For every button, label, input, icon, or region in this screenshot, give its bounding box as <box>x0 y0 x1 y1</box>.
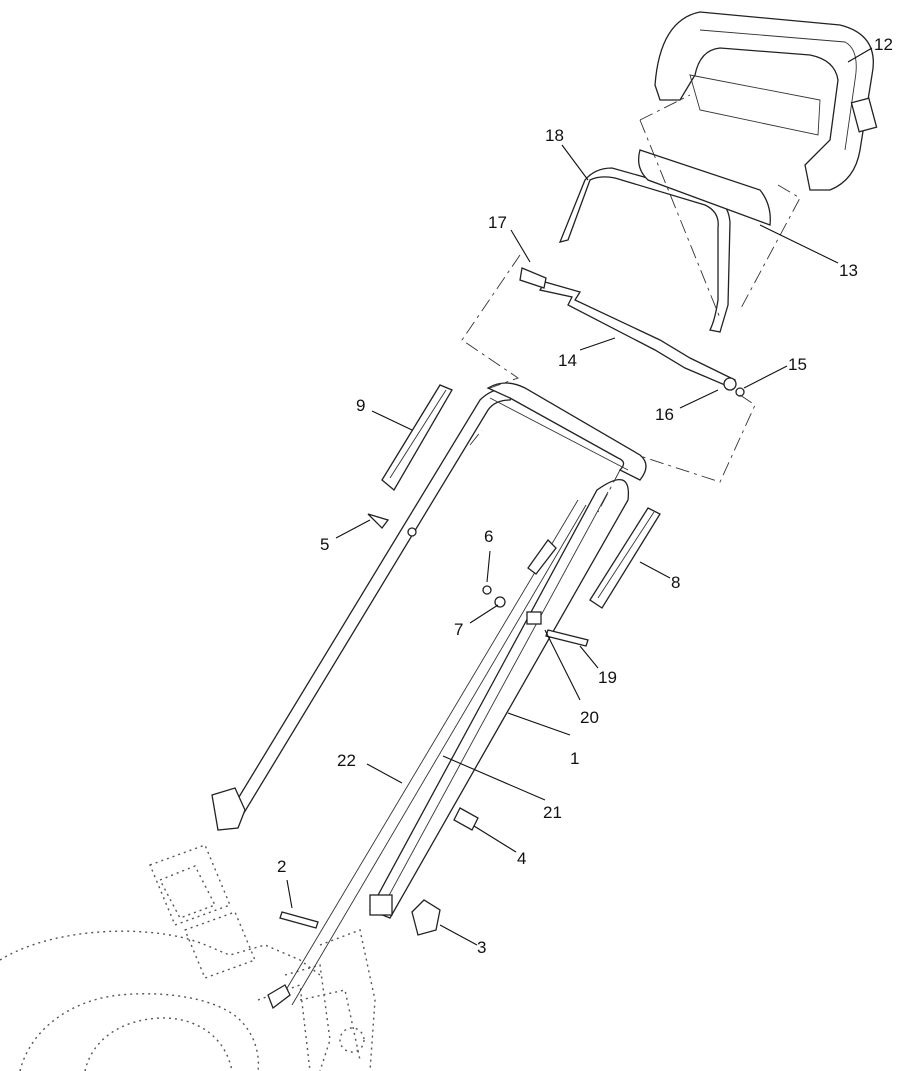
mower-deck <box>0 844 376 1071</box>
callout-4: 4 <box>517 849 526 868</box>
callout-14: 14 <box>558 351 577 370</box>
cable-guide-9 <box>381 384 453 491</box>
callout-7: 7 <box>454 620 463 639</box>
bail-bar-18 <box>558 167 731 333</box>
callout-20: 20 <box>580 708 599 727</box>
upper-handle-12 <box>654 11 878 191</box>
callout-2: 2 <box>277 857 286 876</box>
callout-22: 22 <box>337 751 356 770</box>
callout-6: 6 <box>484 527 493 546</box>
callout-21: 21 <box>543 803 562 822</box>
callout-13: 13 <box>839 261 858 280</box>
cable-guide-8 <box>589 507 661 609</box>
callout-labels: 1 2 3 4 5 6 7 8 9 12 13 14 15 16 17 18 1… <box>277 35 893 957</box>
callout-18: 18 <box>545 126 564 145</box>
cables <box>267 499 587 1010</box>
callout-12: 12 <box>874 35 893 54</box>
lower-handle <box>211 382 647 919</box>
callout-16: 16 <box>655 405 674 424</box>
exploded-view-lines <box>461 94 801 513</box>
callout-15: 15 <box>788 355 807 374</box>
callout-8: 8 <box>671 573 680 592</box>
hardware <box>279 513 589 936</box>
callout-1: 1 <box>570 749 579 768</box>
callout-leaders <box>286 47 873 946</box>
shield-13 <box>637 149 771 226</box>
callout-9: 9 <box>356 396 365 415</box>
callout-19: 19 <box>598 668 617 687</box>
control-rod-14 <box>519 267 745 397</box>
callout-3: 3 <box>477 938 486 957</box>
callout-17: 17 <box>488 213 507 232</box>
callout-5: 5 <box>320 535 329 554</box>
